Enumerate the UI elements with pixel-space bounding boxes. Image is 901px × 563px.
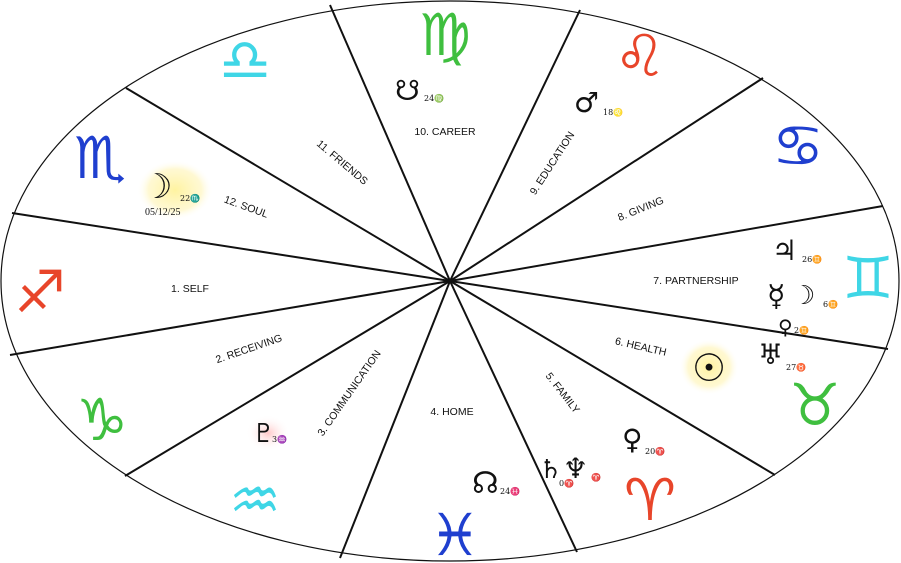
divider-line (449, 280, 889, 350)
scorpio-icon: ♏ (74, 124, 126, 192)
mars-degree: 18♌ (603, 107, 623, 117)
house-dividers (9, 4, 889, 559)
pluto-degree: 3♒ (272, 434, 287, 444)
divider-line (449, 205, 884, 282)
aries-icon: ♈ (624, 466, 676, 534)
south-node-icon: ☋ (395, 74, 420, 107)
house-label-10: 10. CAREER (414, 126, 476, 138)
divider-line (329, 4, 451, 282)
north-node-degree: 24♓ (500, 486, 520, 496)
sun-icon: ☉ (692, 346, 726, 390)
south-node-degree: 24♍ (424, 93, 444, 103)
gemini-icon: ♊ (842, 244, 894, 312)
divider-line (449, 77, 764, 282)
venus-aries-degree: 20♈ (645, 446, 665, 456)
pluto-icon: ♇ (252, 419, 275, 449)
aquarius-icon: ♒ (229, 466, 281, 534)
divider-line (449, 280, 776, 476)
north-node-icon: ☊ (472, 466, 499, 501)
neptune-icon: ♆ (563, 452, 588, 485)
uranus-degree: 27♉ (786, 362, 806, 372)
house-label-1: 1. SELF (171, 283, 209, 295)
moon-icon-2: ☽ (792, 281, 815, 311)
jupiter-degree: 26♊ (802, 254, 822, 264)
moon-degree: 22♏ (180, 193, 200, 203)
divider-line (125, 87, 451, 282)
moon-icon: ☽ (142, 167, 172, 207)
house-label-7: 7. PARTNERSHIP (653, 275, 738, 287)
moon-glow (137, 160, 213, 220)
divider-line (9, 280, 451, 356)
house-label-4: 4. HOME (430, 406, 473, 418)
divider-line (11, 212, 451, 282)
zodiac-signs: ♐ ♑ ♒ ♓ ♈ ♉ ♊ ♋ ♌ ♍ ♎ ♏ (14, 1, 894, 563)
libra-icon: ♎ (219, 26, 271, 94)
venus-aries-icon: ♀ (622, 423, 643, 456)
uranus-icon: ♅ (758, 338, 783, 371)
saturn-degree: 0♈ (559, 478, 574, 488)
leo-icon: ♌ (614, 22, 666, 90)
sun-glow (679, 339, 739, 395)
divider-line (449, 280, 578, 553)
mercury-degree: 6♊ (823, 299, 838, 309)
mars-icon: ♂ (574, 86, 599, 119)
jupiter-icon: ♃ (772, 234, 797, 267)
capricorn-icon: ♑ (76, 386, 128, 454)
sagittarius-icon: ♐ (14, 258, 66, 326)
pluto-glow (246, 415, 290, 451)
saturn-icon: ♄ (539, 455, 562, 485)
venus-icon: ♀ (778, 315, 793, 339)
mercury-icon: ☿ (767, 279, 785, 314)
neptune-degree: ♈ (591, 472, 601, 482)
cancer-icon: ♋ (772, 112, 824, 180)
pisces-icon: ♓ (429, 501, 481, 563)
divider-line (124, 280, 451, 477)
taurus-icon: ♉ (789, 371, 841, 439)
divider-line (339, 280, 451, 559)
venus-degree: 2♊ (794, 325, 809, 335)
planet-placements: ☽ 22♏ 05/12/25 ☋ 24♍ ♂ 18♌ ♃ 26♊ ☿ ☽ 6♊ … (137, 74, 838, 501)
divider-line (449, 9, 581, 282)
moon-date: 05/12/25 (145, 207, 181, 218)
virgo-icon: ♍ (419, 1, 471, 69)
